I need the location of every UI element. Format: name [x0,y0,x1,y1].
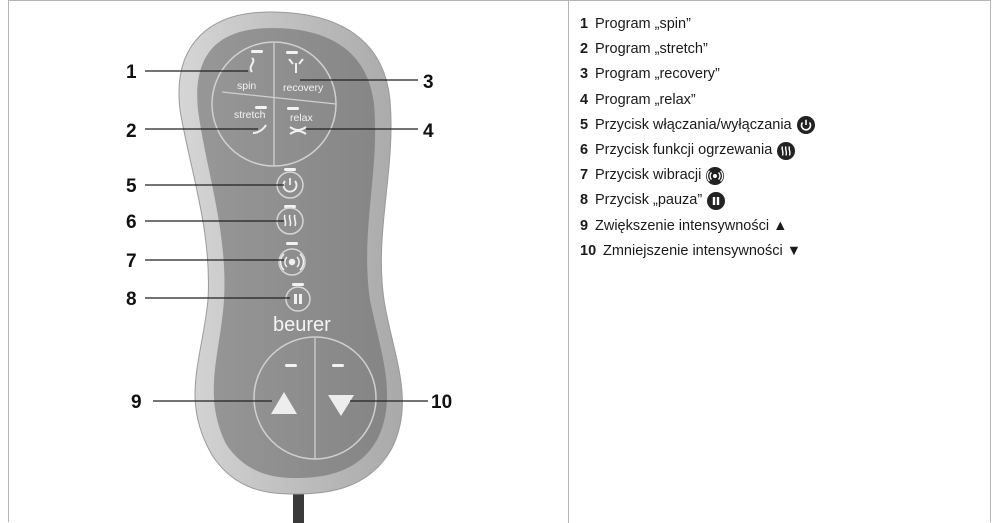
legend-text: Program „spin” [595,13,691,36]
stretch-button-label[interactable]: stretch [234,109,266,121]
legend-number: 8 [580,189,590,212]
callout-4: 4 [423,121,434,142]
column-divider [568,0,569,523]
callout-5: 5 [126,176,137,197]
legend-text: Program „relax” [595,89,696,112]
callout-2: 2 [126,121,137,142]
spin-button-label[interactable]: spin [237,80,256,92]
callout-1: 1 [126,62,137,83]
legend-text: Przycisk „pauza” [595,189,702,212]
callout-8: 8 [126,289,137,310]
legend-number: 7 [580,164,590,187]
power-icon [797,116,815,134]
legend-number: 4 [580,89,590,112]
legend-text: Przycisk funkcji ogrzewania [595,139,772,162]
remote-control-illustration: spin recovery stretch relax [0,0,568,523]
legend-number: 6 [580,139,590,162]
legend-text: Przycisk włączania/wyłączania [595,114,792,137]
callout-3: 3 [423,72,434,93]
legend-number: 3 [580,63,590,86]
recovery-button-label[interactable]: recovery [283,82,324,94]
brand-logo: beurer [273,314,331,336]
pause-icon [707,192,725,210]
relax-button-label[interactable]: relax [290,112,314,124]
legend-number: 9 [580,215,590,238]
legend-text: Przycisk wibracji [595,164,701,187]
callout-10: 10 [431,392,452,413]
legend-number: 5 [580,114,590,137]
legend-text: Program „recovery” [595,63,720,86]
legend-number: 10 [580,240,598,263]
callout-9: 9 [131,392,142,413]
legend-number: 2 [580,38,590,61]
vibration-icon [706,167,724,185]
callout-7: 7 [126,251,137,272]
heat-icon [777,142,795,160]
legend-text: Program „stretch” [595,38,708,61]
callout-6: 6 [126,212,137,233]
legend-text: Zmniejszenie intensywności ▼ [603,240,801,263]
legend-number: 1 [580,13,590,36]
legend-text: Zwiększenie intensywności ▲ [595,215,787,238]
